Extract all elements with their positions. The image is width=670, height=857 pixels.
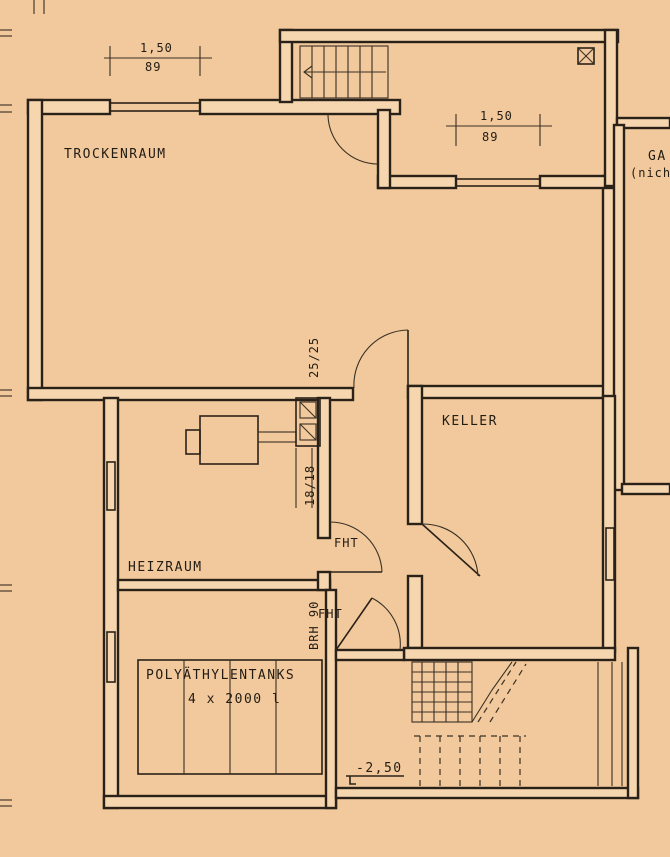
parapet-height-label: BRH 90 <box>307 601 321 650</box>
dimension-top-right: 1,50 89 <box>446 109 552 146</box>
dim-top-right-lower: 89 <box>482 130 498 144</box>
walls <box>26 28 670 810</box>
boiler <box>185 397 321 508</box>
floor-level-label: -2,50 <box>356 761 403 776</box>
room-label-trockenraum: TROCKENRAUM <box>64 147 167 162</box>
upper-stairs <box>299 45 595 99</box>
flue-dim-upper: 25/25 <box>307 337 321 378</box>
doors <box>327 113 481 651</box>
margin-ticks <box>0 0 45 807</box>
lower-stairs <box>411 661 623 786</box>
room-label-keller: KELLER <box>442 414 498 429</box>
door-label-fht-tanks: FHT <box>318 607 343 621</box>
flue-dim-lower: 18/18 <box>303 465 317 506</box>
oil-tanks <box>137 659 323 775</box>
room-label-garage: GA <box>648 149 667 164</box>
level-marker <box>346 775 404 785</box>
dim-top-left-upper: 1,50 <box>140 41 173 55</box>
tanks-capacity-label: 4 x 2000 l <box>188 692 281 707</box>
dim-top-right-upper: 1,50 <box>480 109 513 123</box>
tanks-label: POLYÄTHYLENTANKS <box>146 667 295 683</box>
room-label-heizraum: HEIZRAUM <box>128 560 203 575</box>
door-label-fht-heizraum: FHT <box>334 536 359 550</box>
room-label-garage-note: (nich <box>630 166 670 180</box>
dim-top-left-lower: 89 <box>145 60 161 74</box>
dimension-top-left: 1,50 89 <box>104 41 212 76</box>
